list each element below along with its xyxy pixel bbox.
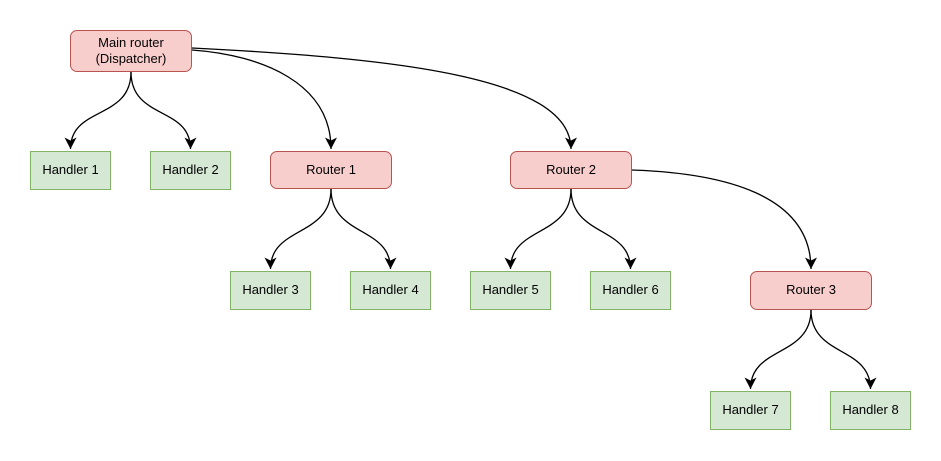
edge-router-3-to-handler-8 xyxy=(810,309,877,390)
node-handler-5-label: Handler 5 xyxy=(482,282,539,298)
node-router-2-label: Router 2 xyxy=(546,161,596,177)
node-router-1: Router 1 xyxy=(270,151,392,189)
edge-router-2-to-handler-6 xyxy=(570,188,637,270)
node-handler-4-label: Handler 4 xyxy=(362,282,419,298)
node-router-3-label: Router 3 xyxy=(786,282,836,298)
edge-main-router-to-router-2 xyxy=(191,47,577,150)
edge-router-2-to-router-3 xyxy=(631,169,817,270)
node-router-3: Router 3 xyxy=(750,271,872,310)
edge-router-3-to-handler-7 xyxy=(744,309,812,390)
node-handler-7: Handler 7 xyxy=(710,391,791,430)
node-router-2: Router 2 xyxy=(510,151,632,189)
edge-router-2-to-handler-5 xyxy=(504,188,572,270)
node-handler-4: Handler 4 xyxy=(350,271,431,310)
node-handler-1-label: Handler 1 xyxy=(42,162,99,178)
node-handler-2-label: Handler 2 xyxy=(162,162,219,178)
edge-router-1-to-handler-3 xyxy=(264,188,332,270)
node-router-1-label: Router 1 xyxy=(306,161,356,177)
node-handler-3-label: Handler 3 xyxy=(242,282,299,298)
node-handler-7-label: Handler 7 xyxy=(722,402,779,418)
node-handler-2: Handler 2 xyxy=(150,151,231,190)
edge-router-1-to-handler-4 xyxy=(330,188,397,270)
node-main-router-label: Main router (Dispatcher) xyxy=(95,34,167,66)
edge-main-router-to-handler-1 xyxy=(64,71,132,150)
node-handler-3: Handler 3 xyxy=(230,271,311,310)
edge-main-router-to-router-1 xyxy=(191,49,337,150)
node-handler-8-label: Handler 8 xyxy=(842,402,899,418)
node-main-router: Main router (Dispatcher) xyxy=(70,30,192,72)
node-handler-1: Handler 1 xyxy=(30,151,111,190)
edge-main-router-to-handler-2 xyxy=(130,71,197,150)
node-handler-6: Handler 6 xyxy=(590,271,671,310)
node-handler-5: Handler 5 xyxy=(470,271,551,310)
node-handler-8: Handler 8 xyxy=(830,391,911,430)
node-handler-6-label: Handler 6 xyxy=(602,282,659,298)
